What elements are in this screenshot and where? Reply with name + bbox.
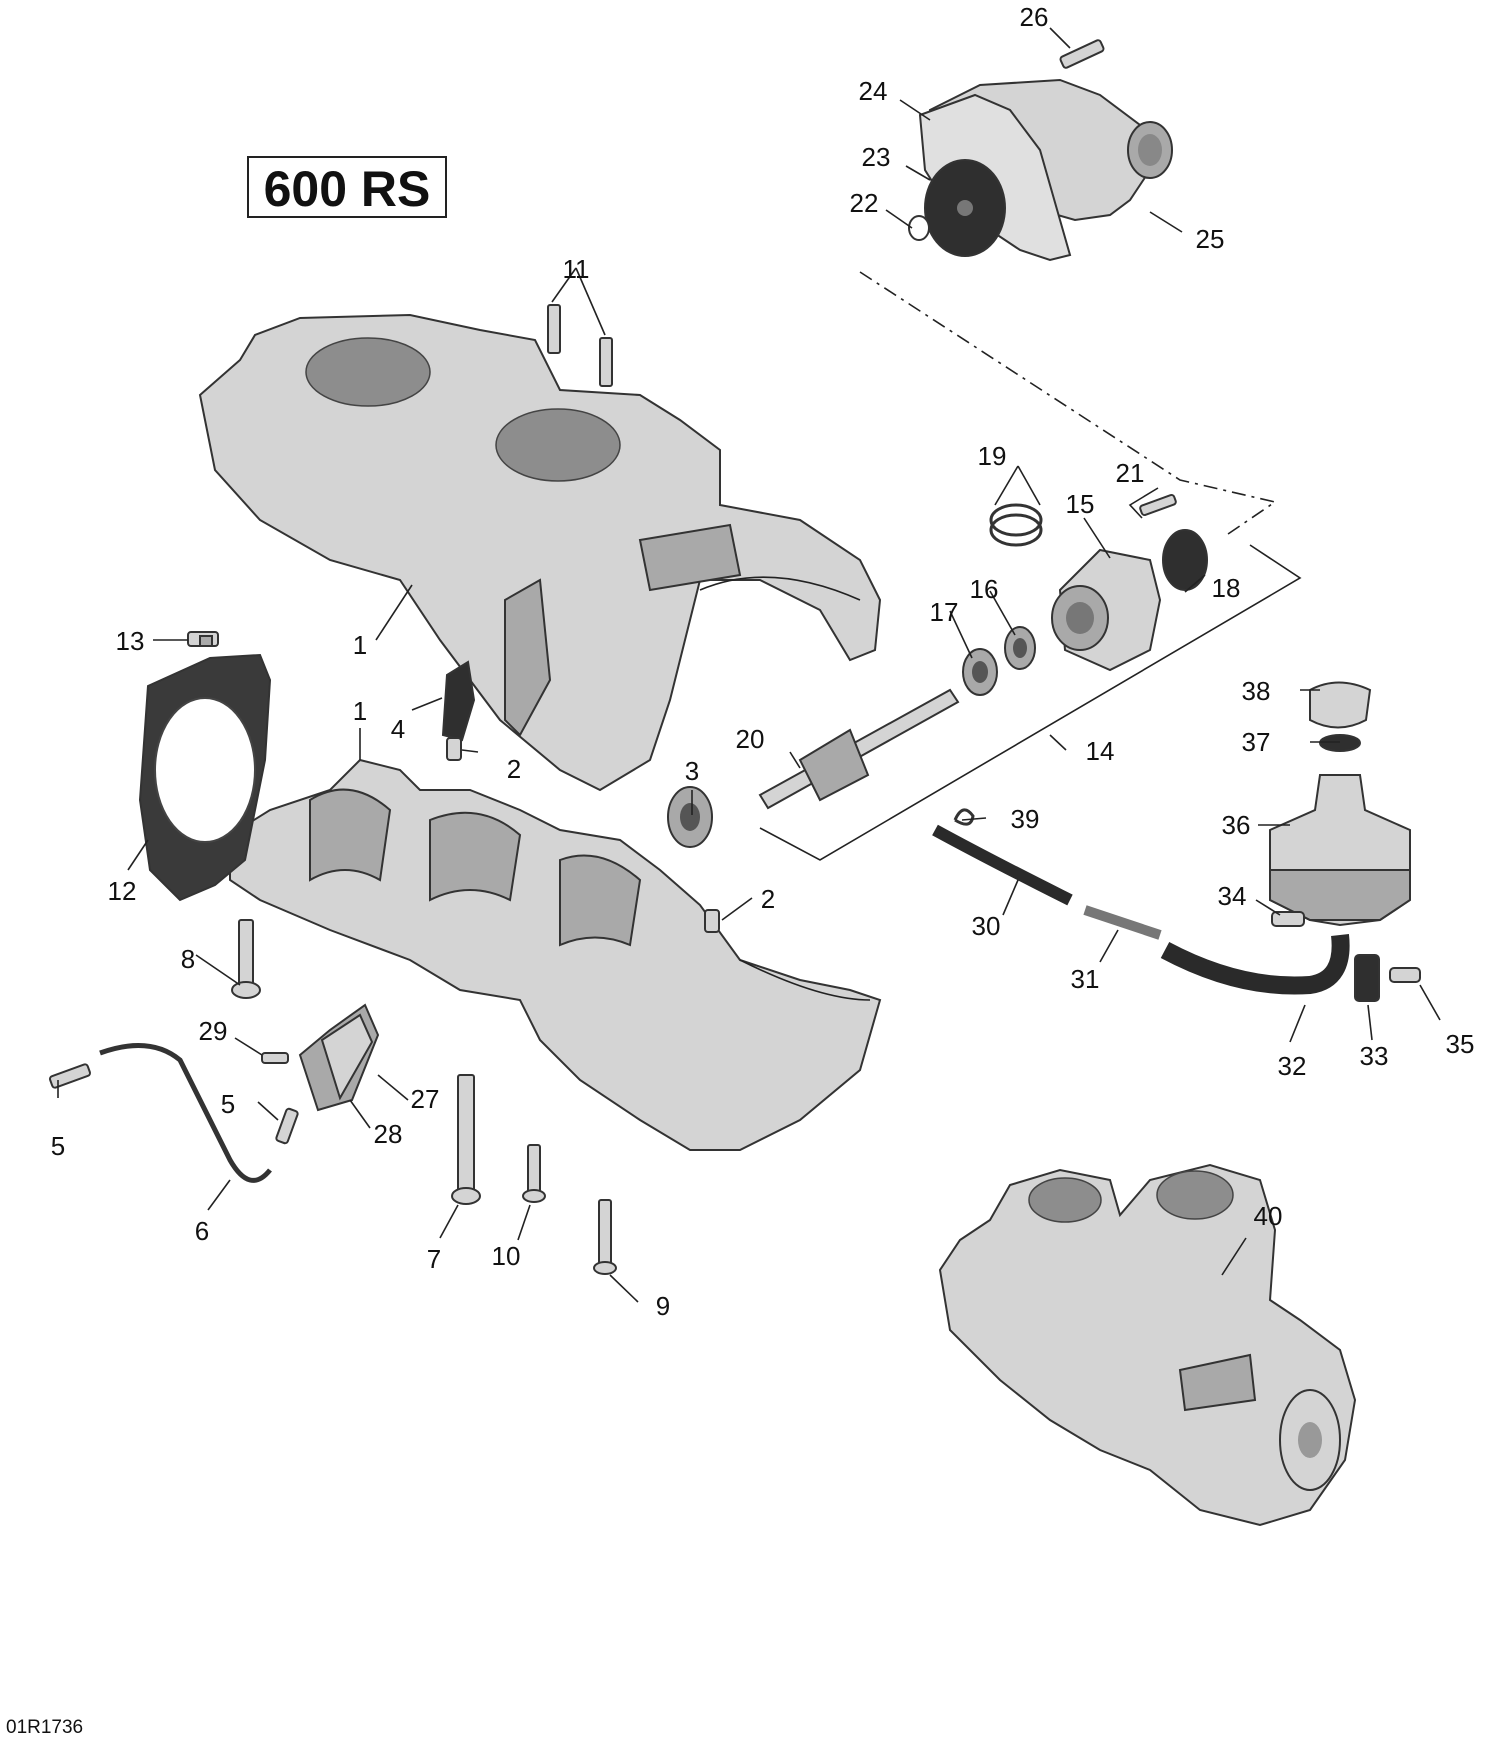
callout-19: 19 <box>978 441 1007 471</box>
seal-18-part <box>1162 529 1208 591</box>
bolts-11-part <box>547 304 613 387</box>
callout-31: 31 <box>1071 964 1100 994</box>
callout-4: 4 <box>391 714 405 744</box>
bolt-9-part <box>593 1199 617 1275</box>
callout-1b: 1 <box>353 696 367 726</box>
bolt-8-part <box>231 919 261 999</box>
callout-29: 29 <box>199 1016 228 1046</box>
callout-33: 33 <box>1360 1041 1389 1071</box>
callout-14: 14 <box>1086 736 1115 766</box>
callout-7: 7 <box>427 1244 441 1274</box>
callout-8: 8 <box>181 944 195 974</box>
gasket-12-part <box>138 653 272 902</box>
callout-22: 22 <box>850 188 879 218</box>
bolt-29-part <box>261 1052 289 1064</box>
callout-32: 32 <box>1278 1051 1307 1081</box>
callout-25: 25 <box>1196 224 1225 254</box>
callout-21: 21 <box>1116 458 1145 488</box>
lower-crankcase-part <box>229 758 882 1151</box>
callout-18: 18 <box>1212 573 1241 603</box>
callout-23: 23 <box>862 142 891 172</box>
callout-5b: 5 <box>221 1089 235 1119</box>
upper-crankcase-part <box>198 313 882 792</box>
bearing-3-part <box>667 786 713 848</box>
washer-37-part <box>1319 734 1361 752</box>
callout-35: 35 <box>1446 1029 1475 1059</box>
callout-13: 13 <box>116 626 145 656</box>
callout-1a: 1 <box>353 630 367 660</box>
bolt-13-part <box>187 631 219 647</box>
leader-lines <box>57 27 1441 1303</box>
hose-32-part <box>1160 934 1350 995</box>
callout-16: 16 <box>970 574 999 604</box>
callout-15: 15 <box>1066 489 1095 519</box>
callout-37: 37 <box>1242 727 1271 757</box>
cover-27-part <box>298 1003 380 1112</box>
assembly-group-line-14 <box>759 544 1302 861</box>
seal-4-part <box>441 660 476 742</box>
callout-5a: 5 <box>51 1131 65 1161</box>
callout-12: 12 <box>108 876 137 906</box>
callout-24: 24 <box>859 76 888 106</box>
model-label-text: 600 RS <box>264 161 431 217</box>
assembled-engine-40-part <box>938 1163 1357 1527</box>
bolt-26-part <box>1059 39 1105 69</box>
callout-20: 20 <box>736 724 765 754</box>
spring-19-part <box>989 503 1043 547</box>
callout-26: 26 <box>1020 2 1049 32</box>
bolt-7-part <box>451 1074 481 1205</box>
callout-27: 27 <box>411 1084 440 1114</box>
clip-39-part <box>953 808 975 826</box>
callout-34: 34 <box>1218 881 1247 911</box>
dowel-2a-part <box>446 737 462 761</box>
diagram-code: 01R1736 <box>6 1717 83 1738</box>
callout-17: 17 <box>930 597 959 627</box>
bolt-21-part <box>1139 493 1177 517</box>
callout-2a: 2 <box>507 754 521 784</box>
callout-30: 30 <box>972 911 1001 941</box>
callout-3: 3 <box>685 756 699 786</box>
clamp-34-part <box>1271 911 1305 927</box>
callout-9: 9 <box>656 1291 670 1321</box>
callout-11: 11 <box>563 254 590 284</box>
impeller-23-part <box>924 159 1006 257</box>
dowel-2b-part <box>704 909 720 933</box>
callout-36: 36 <box>1222 810 1251 840</box>
callout-10: 10 <box>492 1241 521 1271</box>
shaft-20-part <box>758 688 960 810</box>
clamp-35-part <box>1389 967 1421 983</box>
housing-15-part <box>1051 548 1162 672</box>
callout-40: 40 <box>1254 1201 1283 1231</box>
bearing-17-part <box>962 648 998 696</box>
hose-33-part <box>1354 954 1380 1002</box>
callout-38: 38 <box>1242 676 1271 706</box>
callout-39: 39 <box>1011 804 1040 834</box>
cap-38-part <box>1309 681 1372 729</box>
oring-22-part <box>908 215 930 241</box>
bolt-10-part <box>522 1144 546 1203</box>
callout-28: 28 <box>374 1119 403 1149</box>
model-label: 600 RS <box>247 156 447 218</box>
callout-6: 6 <box>195 1216 209 1246</box>
bearing-16-part <box>1004 626 1036 670</box>
hose-30-part <box>932 824 1073 906</box>
callout-2b: 2 <box>761 884 775 914</box>
reservoir-36-part <box>1269 774 1411 927</box>
fitting-31-part <box>1083 905 1162 940</box>
callout-labels: 1 1 2 2 3 4 5 5 6 7 8 9 10 11 12 13 14 1… <box>51 2 1475 1321</box>
hose-6-part <box>48 1042 299 1183</box>
